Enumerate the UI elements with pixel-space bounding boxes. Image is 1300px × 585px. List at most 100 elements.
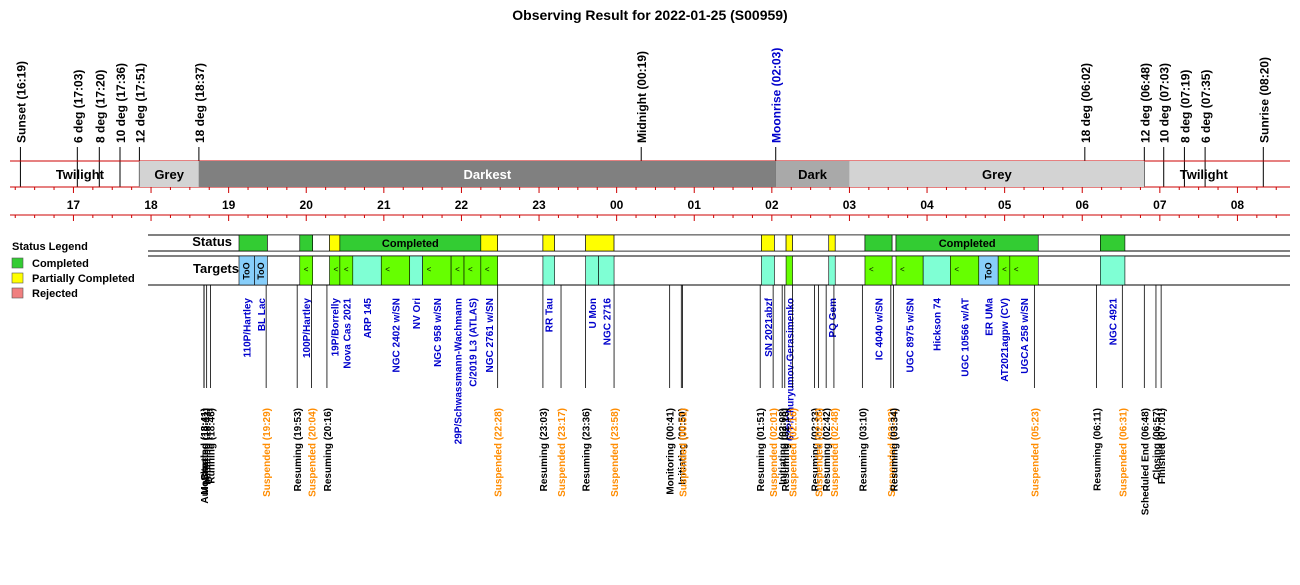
bottom-event-label-15: Initiating (00:50) bbox=[677, 408, 688, 485]
bottom-event-label-34: Finished (07:01) bbox=[1157, 408, 1168, 484]
target-block-16 bbox=[785, 255, 793, 286]
bottom-event-label-25: Suspended (02:48) bbox=[830, 408, 841, 497]
bottom-event-label-1: AutoStarting (18:41) bbox=[200, 408, 211, 504]
top-event-label-5: 18 deg (18:37) bbox=[193, 63, 207, 143]
bottom-event-label-21: Suspended (02:16) bbox=[789, 408, 800, 497]
target-block-17 bbox=[828, 255, 836, 286]
hour-tick-18: 18 bbox=[144, 198, 158, 212]
target-tag-2: < bbox=[304, 265, 309, 274]
bottom-event-label-19: Initiating (02:08) bbox=[778, 408, 789, 485]
target-block-24 bbox=[1009, 255, 1039, 286]
target-block-5 bbox=[352, 255, 382, 286]
status-segment-2 bbox=[299, 234, 314, 252]
targets-row-label: Targets bbox=[193, 261, 239, 276]
top-event-label-12: 6 deg (07:35) bbox=[1199, 70, 1213, 143]
target-name-29p-schwassmann-wachmann: 29P/Schwassmann-Wachmann bbox=[454, 298, 465, 444]
status-segment-4 bbox=[329, 234, 341, 252]
top-event-label-0: Sunset (16:19) bbox=[14, 61, 28, 143]
target-name-arp-145: ARP 145 bbox=[363, 298, 374, 339]
target-name-at2021agpw-cv: AT2021agpw (CV) bbox=[1000, 298, 1011, 382]
bottom-event-label-17: Resuming (01:51) bbox=[756, 408, 767, 491]
target-block-19 bbox=[895, 255, 924, 286]
target-name-ngc-2402-w-sn: NGC 2402 w/SN bbox=[391, 298, 402, 372]
bottom-event-label-27: Suspended (03:32) bbox=[887, 408, 898, 497]
target-block-6 bbox=[380, 255, 411, 286]
bottom-event-label-29: Suspended (05:23) bbox=[1030, 408, 1041, 497]
status-segment-21 bbox=[1037, 234, 1101, 252]
target-name-bl-lac: BL Lac bbox=[257, 298, 268, 332]
target-name-100p-hartley: 100P/Hartley bbox=[302, 298, 313, 358]
legend-label-rejected: Rejected bbox=[32, 288, 78, 300]
target-block-8 bbox=[422, 255, 452, 286]
band-dark-3 bbox=[775, 161, 850, 187]
target-tag-1: ToO bbox=[256, 262, 266, 279]
target-name-nv-ori: NV Ori bbox=[412, 298, 423, 329]
top-event-label-4: 12 deg (17:51) bbox=[133, 63, 147, 143]
target-name-rr-tau: RR Tau bbox=[545, 298, 556, 332]
top-event-label-13: Sunrise (08:20) bbox=[1257, 57, 1271, 143]
hour-tick-02: 02 bbox=[765, 198, 779, 212]
target-name-ngc-4921: NGC 4921 bbox=[1109, 298, 1120, 346]
target-block-2 bbox=[299, 255, 314, 286]
target-tag-18: < bbox=[869, 265, 874, 274]
target-block-1 bbox=[254, 255, 268, 286]
top-event-label-8: 18 deg (06:02) bbox=[1079, 63, 1093, 143]
status-segment-8 bbox=[542, 234, 555, 252]
status-segment-19 bbox=[891, 234, 897, 252]
target-tag-21: < bbox=[954, 265, 959, 274]
band-label-dark-3: Dark bbox=[798, 167, 828, 182]
target-name-ic-4040-w-sn: IC 4040 w/SN bbox=[875, 298, 886, 360]
status-segment-12 bbox=[761, 234, 775, 252]
band-label-grey-1: Grey bbox=[154, 167, 184, 182]
legend-label-completed: Completed bbox=[32, 258, 89, 270]
top-event-label-3: 10 deg (17:36) bbox=[114, 63, 128, 143]
bottom-event-label-22: Resuming (02:33) bbox=[811, 408, 822, 491]
chart-title: Observing Result for 2022-01-25 (S00959) bbox=[512, 7, 787, 23]
band-label-twilight-5: Twilight bbox=[1180, 167, 1229, 182]
status-segment-3 bbox=[312, 234, 330, 252]
status-row-label: Status bbox=[192, 234, 232, 249]
top-event-label-2: 8 deg (17:20) bbox=[93, 70, 107, 143]
hour-tick-22: 22 bbox=[455, 198, 469, 212]
status-segment-10 bbox=[585, 234, 615, 252]
legend-title: Status Legend bbox=[12, 241, 88, 253]
hour-tick-23: 23 bbox=[532, 198, 546, 212]
bottom-event-label-13: Suspended (23:58) bbox=[610, 408, 621, 497]
target-tag-11: < bbox=[485, 265, 490, 274]
target-name-ngc-958-w-sn: NGC 958 w/SN bbox=[433, 298, 444, 367]
hour-tick-20: 20 bbox=[300, 198, 314, 212]
target-name-pq-gem: PQ Gem bbox=[828, 298, 839, 338]
target-block-15 bbox=[761, 255, 775, 286]
status-segment-11 bbox=[613, 234, 762, 252]
bottom-event-label-33: Closing (06:57) bbox=[1152, 408, 1163, 480]
status-segment-1 bbox=[267, 234, 301, 252]
target-tag-9: < bbox=[455, 265, 460, 274]
target-tag-3: < bbox=[334, 265, 339, 274]
bottom-events: Monitoring (18:41)AutoStarting (18:41)Cr… bbox=[200, 285, 1168, 515]
bottom-event-label-12: Resuming (23:36) bbox=[582, 408, 593, 491]
band-grey-1 bbox=[139, 161, 199, 187]
top-event-label-9: 12 deg (06:48) bbox=[1138, 63, 1152, 143]
top-events: Sunset (16:19) 6 deg (17:03) 8 deg (17:20)… bbox=[14, 48, 1271, 187]
status-segment-9 bbox=[554, 234, 586, 252]
bottom-event-label-32: Scheduled End (06:48) bbox=[1140, 408, 1151, 515]
top-event-label-1: 6 deg (17:03) bbox=[71, 70, 85, 143]
hour-tick-08: 08 bbox=[1231, 198, 1245, 212]
target-name-ugc-10566-w-at: UGC 10566 w/AT bbox=[961, 298, 972, 377]
band-label-darkest-2: Darkest bbox=[463, 167, 511, 182]
hour-tick-05: 05 bbox=[998, 198, 1012, 212]
hour-tick-04: 04 bbox=[920, 198, 934, 212]
bottom-event-label-4: Running (18:46) bbox=[207, 408, 218, 484]
bottom-event-label-8: Resuming (20:16) bbox=[323, 408, 334, 491]
hour-tick-01: 01 bbox=[688, 198, 702, 212]
hour-tick-17: 17 bbox=[67, 198, 81, 212]
bottom-event-label-7: Suspended (20:04) bbox=[307, 408, 318, 497]
hour-tick-03: 03 bbox=[843, 198, 857, 212]
status-segment-13 bbox=[774, 234, 787, 252]
top-event-label-11: 8 deg (07:19) bbox=[1178, 70, 1192, 143]
bottom-event-label-16: Suspended (00:51) bbox=[679, 408, 690, 497]
